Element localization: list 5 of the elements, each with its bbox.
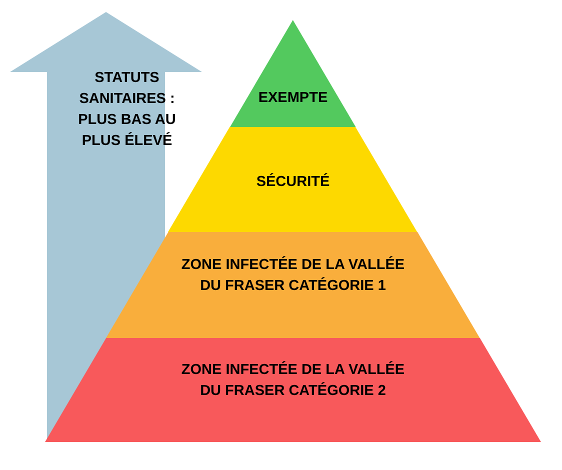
tier-label: ZONE INFECTÉE DE LA VALLÉE DU FRASER CATÉGORIE 1 xyxy=(180,255,406,296)
tier-label: EXEMPTE xyxy=(257,89,329,108)
tier-label: ZONE INFECTÉE DE LA VALLÉE DU FRASER CATÉGORIE 2 xyxy=(180,360,406,402)
tier-label: SÉCURITÉ xyxy=(255,172,331,192)
arrow-label: STATUTS SANITAIRES : PLUS BAS AU PLUS ÉLEVÉ xyxy=(77,69,177,152)
